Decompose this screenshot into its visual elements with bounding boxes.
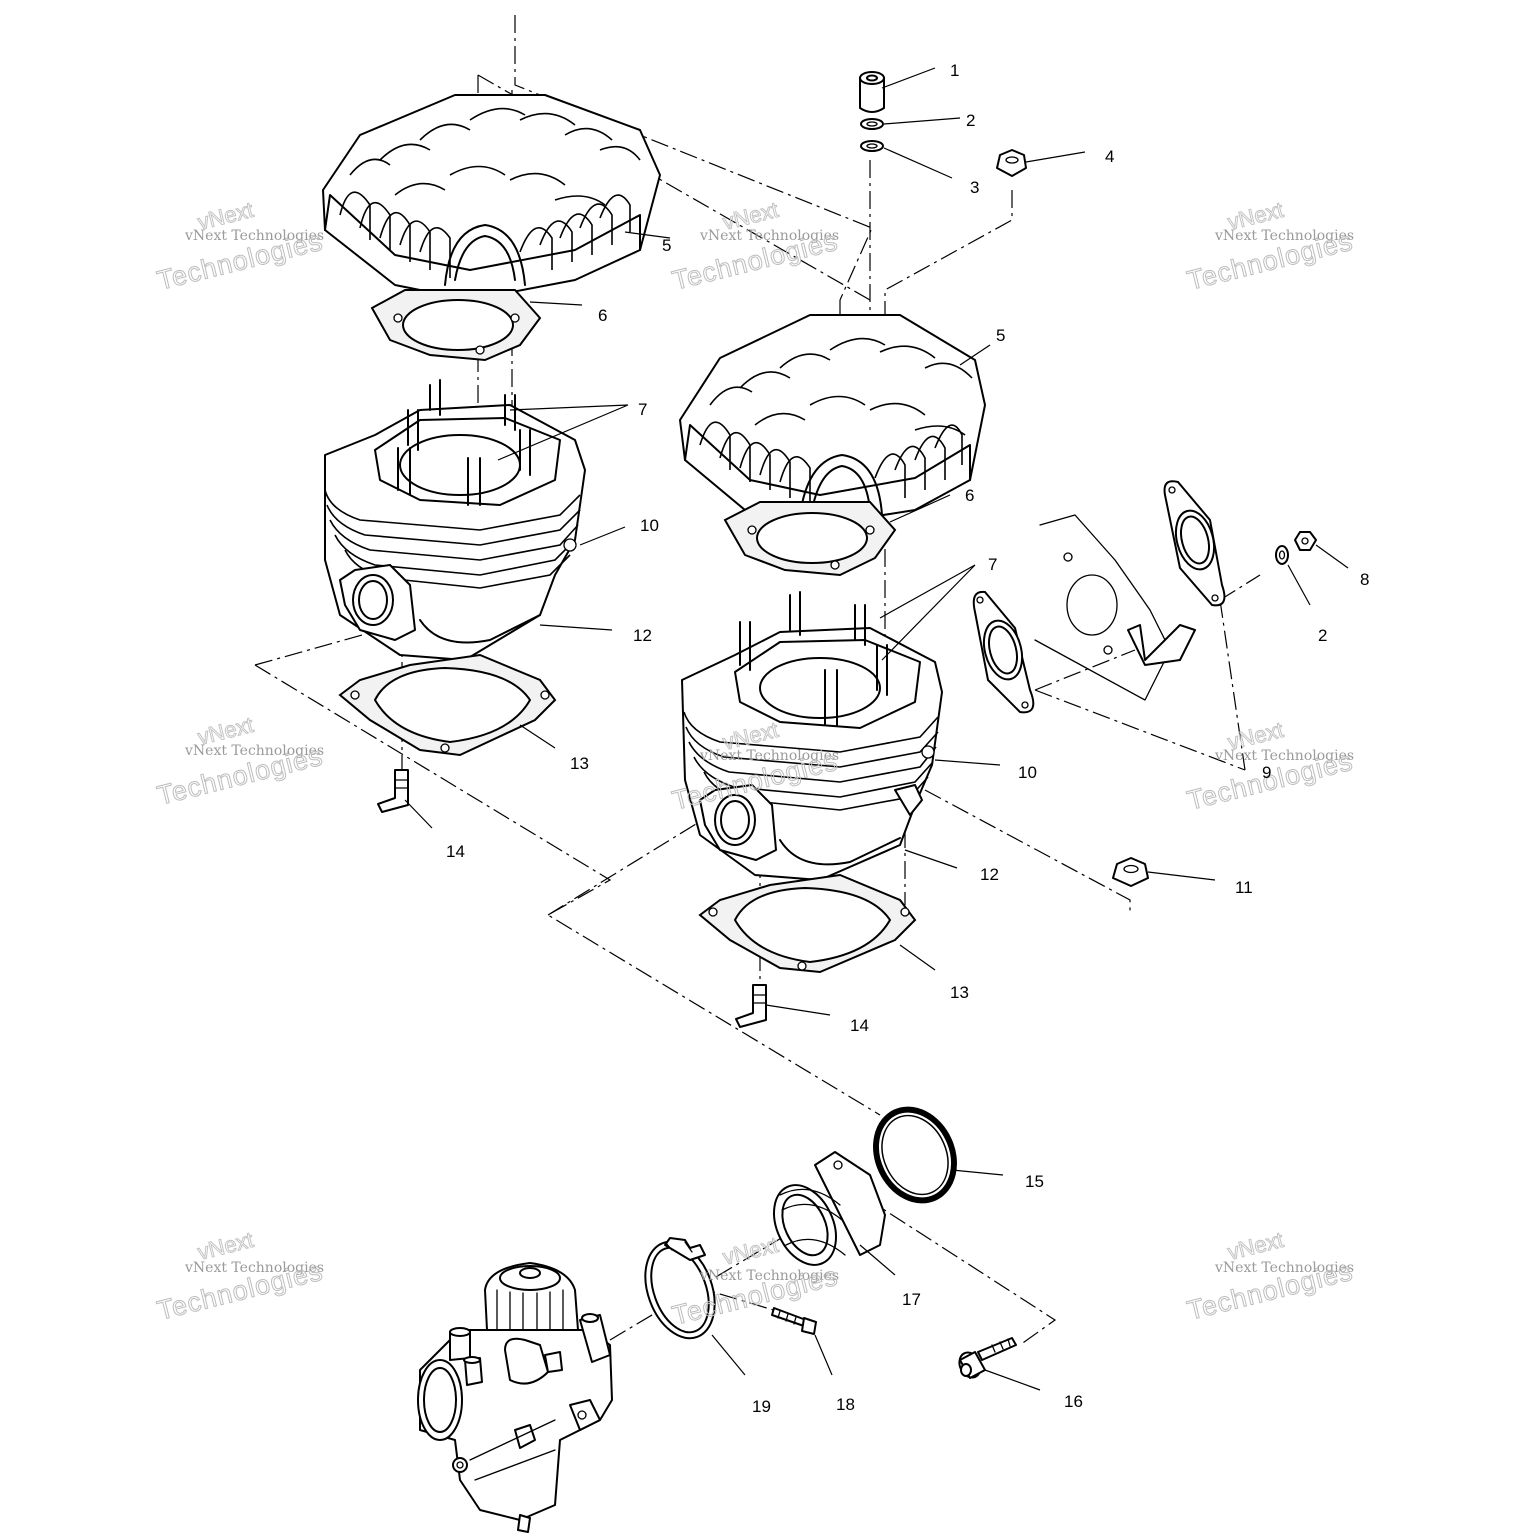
watermark-caption: vNext Technologies: [699, 748, 839, 764]
callout-12-right: 12: [980, 865, 999, 884]
lock-washer-2: [860, 118, 884, 130]
watermark-bottom-left: vNext vNext Technologies Technologies: [154, 1226, 327, 1326]
callout-5-right: 5: [996, 326, 1005, 345]
head-gasket-right: [723, 501, 897, 577]
watermark-top-left: vNext vNext Technologies Technologies: [154, 196, 327, 296]
callout-19: 19: [752, 1397, 771, 1416]
watermark-mid-left: vNext vNext Technologies Technologies: [154, 711, 327, 811]
watermark-caption: vNext Technologies: [699, 228, 839, 244]
base-gasket-right: [698, 873, 917, 974]
o-ring-15: [873, 1106, 957, 1204]
callout-5-left: 5: [662, 236, 671, 255]
flange-nut-4: [996, 149, 1027, 177]
watermark-top-right: vNext vNext Technologies Technologies: [1184, 196, 1357, 296]
callout-6-left: 6: [598, 306, 607, 325]
bolt-16: [958, 1337, 1017, 1379]
head-gasket-left: [370, 289, 542, 362]
callout-13-left: 13: [570, 754, 589, 773]
watermark-small-brand: vNext: [720, 1232, 781, 1270]
clamp-19: [644, 1237, 716, 1340]
cylinder-left: [324, 379, 586, 661]
callout-1: 1: [950, 61, 959, 80]
watermark-caption: vNext Technologies: [1214, 748, 1354, 764]
callout-11: 11: [1235, 878, 1253, 897]
callout-8: 8: [1360, 570, 1369, 589]
callout-9: 9: [1262, 763, 1271, 782]
lock-washer-2-right: [1275, 545, 1289, 565]
spacer-1: [859, 71, 885, 113]
elbow-fitting-right: [735, 984, 767, 1028]
flange-nut-11: [1112, 857, 1149, 887]
watermark-bottom-right: vNext vNext Technologies Technologies: [1184, 1226, 1357, 1326]
leader-lines: [404, 67, 1349, 1391]
screw-18: [771, 1307, 817, 1335]
assembly-lines: [254, 15, 1261, 1346]
exhaust-gasket-lower: [972, 590, 1035, 714]
callout-13-right: 13: [950, 983, 969, 1002]
carburetor: [417, 1262, 613, 1533]
watermark-caption: vNext Technologies: [184, 228, 324, 244]
exhaust-plate: [1034, 514, 1196, 701]
callout-7-right: 7: [988, 555, 997, 574]
callout-10-left: 10: [640, 516, 659, 535]
callout-14-left: 14: [446, 842, 465, 861]
elbow-fitting-left: [377, 769, 409, 813]
watermark-caption: vNext Technologies: [699, 1268, 839, 1284]
watermark-caption: vNext Technologies: [184, 1260, 324, 1276]
callout-18: 18: [836, 1395, 855, 1414]
exhaust-gasket-upper: [1163, 480, 1226, 607]
callout-10-right: 10: [1018, 763, 1037, 782]
cylinder-head-right: [679, 314, 986, 526]
callout-14-right: 14: [850, 1016, 869, 1035]
callout-3: 3: [970, 178, 979, 197]
watermark-caption: vNext Technologies: [1214, 228, 1354, 244]
watermark-caption: vNext Technologies: [184, 743, 324, 759]
callout-4: 4: [1105, 147, 1114, 166]
cylinder-right: [681, 591, 943, 881]
base-gasket-left: [338, 653, 557, 757]
watermark-mid-center: vNext vNext Technologies Technologies: [669, 716, 842, 816]
callout-12-left: 12: [633, 626, 652, 645]
intake-adapter-17: [773, 1151, 886, 1266]
washer-3: [860, 140, 884, 152]
callout-2-top: 2: [966, 111, 975, 130]
watermark-caption: vNext Technologies: [1214, 1260, 1354, 1276]
watermark-top-center: vNext vNext Technologies Technologies: [669, 196, 842, 296]
nut-8: [1294, 531, 1317, 551]
callout-15: 15: [1025, 1172, 1044, 1191]
callout-labels: 1 2 3 4 5 6 7 10 12 13 14 5 6 7 8 2 9 10…: [446, 61, 1369, 1416]
callout-16: 16: [1064, 1392, 1083, 1411]
callout-2-right: 2: [1318, 626, 1327, 645]
callout-17: 17: [902, 1290, 921, 1309]
callout-6-right: 6: [965, 486, 974, 505]
callout-7-left: 7: [638, 400, 647, 419]
cylinder-head-left: [322, 94, 661, 301]
